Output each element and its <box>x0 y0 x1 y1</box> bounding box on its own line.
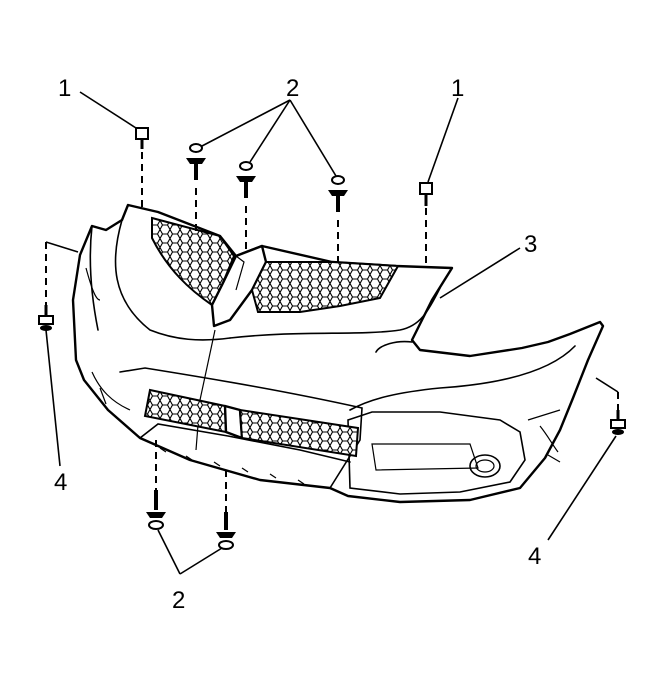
push-pin-bottom-2-icon <box>216 470 236 550</box>
callout-4-right: 4 <box>528 543 541 570</box>
callout-3: 3 <box>524 231 537 258</box>
callout-2-top: 2 <box>286 75 299 102</box>
callout-leaders <box>45 91 617 575</box>
callout-4-left: 4 <box>54 469 67 496</box>
callout-1-left: 1 <box>58 75 71 102</box>
upper-grille-right <box>250 261 400 313</box>
push-pin-top-1-icon <box>186 143 206 232</box>
lower-grille-right <box>238 408 360 458</box>
push-pin-top-3-icon <box>328 175 348 262</box>
push-pin-top-2-icon <box>236 161 256 250</box>
callout-2-bottom: 2 <box>172 587 185 614</box>
screw-left-icon <box>38 241 79 331</box>
lower-grille-left <box>143 388 228 434</box>
bolt-left-icon <box>135 127 149 212</box>
bolt-right-icon <box>419 182 433 266</box>
callout-1-right: 1 <box>451 75 464 102</box>
push-pin-bottom-1-icon <box>146 440 166 530</box>
screw-right-icon <box>595 377 626 435</box>
front-bumper-fascia <box>71 203 605 504</box>
